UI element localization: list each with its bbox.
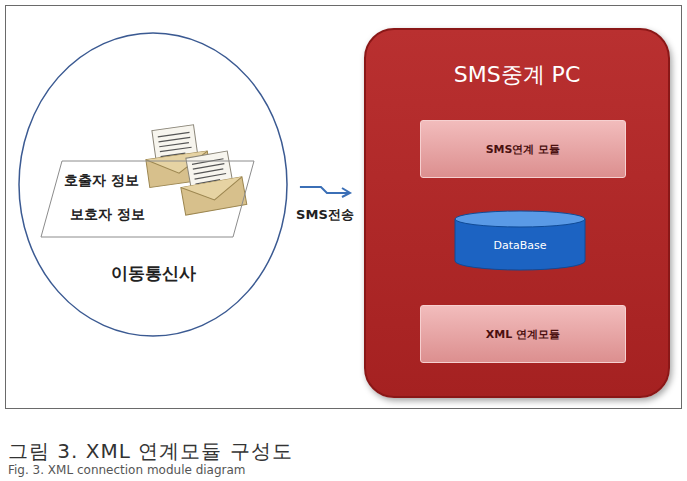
module-label: SMS연계 모듈 (486, 142, 561, 157)
outer-frame (6, 6, 682, 409)
database-label: DataBase (493, 239, 546, 252)
database-cylinder: DataBase (454, 210, 586, 270)
plane-outline (40, 160, 255, 238)
region-label: 이동통신사 (18, 262, 288, 285)
relay-pc-box: SMS중계 PC SMS연계 모듈 DataBaseXML 연계모듈 (364, 28, 670, 398)
carrier-region: 이동통신사 호출자 정보보호자 정보 (18, 32, 288, 337)
module-label: XML 연계모듈 (486, 327, 560, 342)
figure-caption: 그림 3. XML 연계모듈 구성도 (8, 438, 293, 465)
message-envelope-icons (142, 123, 247, 215)
module-box: SMS연계 모듈 (420, 120, 626, 178)
english-caption: Fig. 3. XML connection module diagram (8, 463, 246, 477)
pc-title: SMS중계 PC (366, 60, 668, 90)
info-plane: 호출자 정보보호자 정보 (40, 160, 255, 238)
info-label: 보호자 정보 (70, 206, 145, 224)
flow-arrow (300, 187, 350, 197)
info-label: 호출자 정보 (64, 172, 139, 190)
edge-label: SMS전송 (294, 206, 356, 224)
module-box: XML 연계모듈 (420, 305, 626, 363)
